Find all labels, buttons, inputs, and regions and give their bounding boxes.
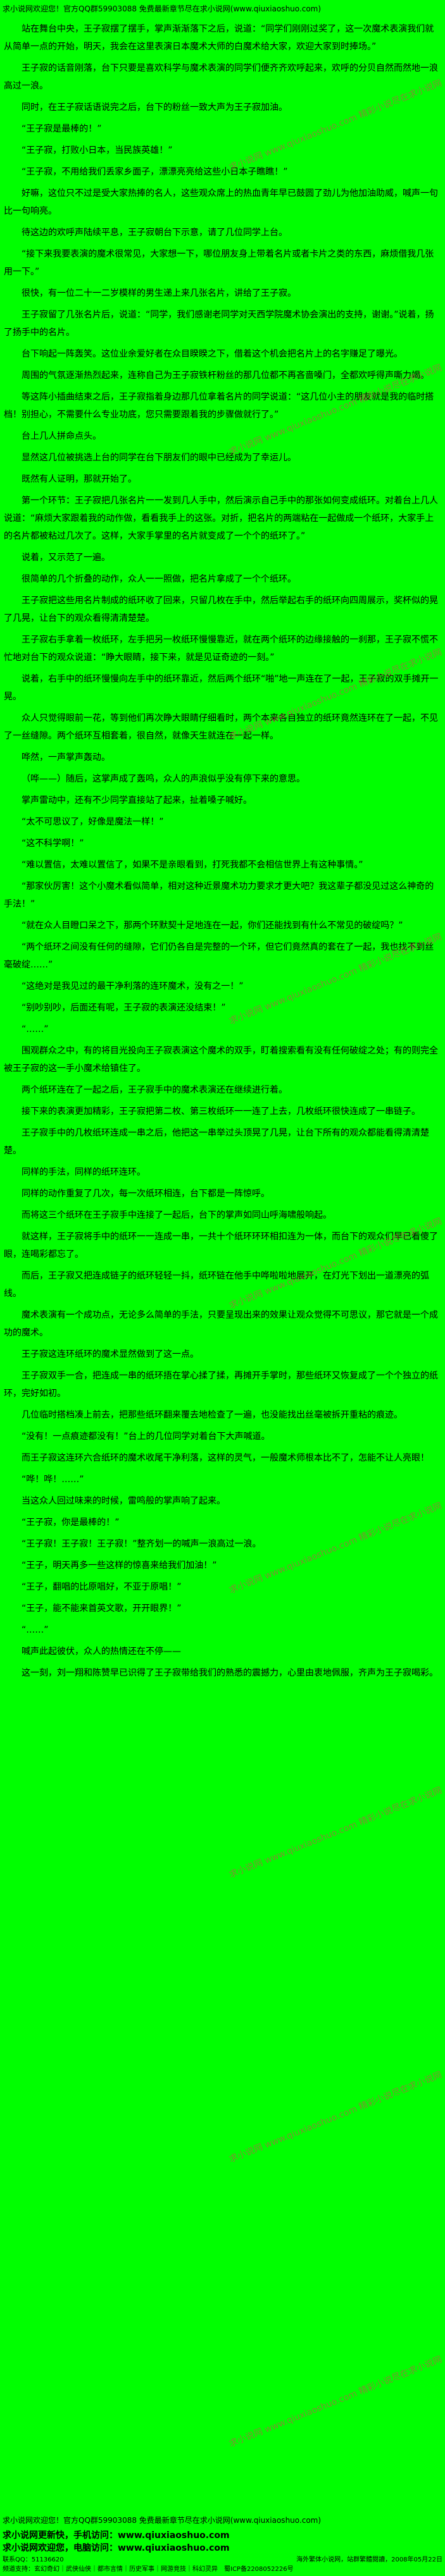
novel-paragraph: 哗然，一声掌声轰动。 (22, 752, 110, 763)
footer-site-notice: 求小说网欢迎您！官方QQ群59903088 免费最新章节尽在求小说网(www.q… (3, 2516, 322, 2525)
site-watermark: 求小说网 www.qiuxiaoshuo.com 精彩小说尽在求小说网 (227, 1785, 444, 1880)
novel-paragraph: 待这边的欢呼声陆续平息，王子寂朝台下示意，请了几位同学上台。 (22, 228, 287, 238)
novel-paragraph: 掌声雷动中，还有不少同学直接站了起来，扯着嗓子喊好。 (22, 795, 252, 806)
novel-paragraph: “就在众人目瞪口呆之下，那两个环默契十足地连在一起，你们还能找到有什么不常见的破… (22, 921, 403, 931)
novel-paragraph: 王子寂的话音刚落，台下只要是喜欢科学与魔术表演的同学们便齐齐欢呼起来，欢呼的分贝… (4, 63, 438, 91)
novel-paragraph: 围观群众之中，有的将目光投向王子寂表演这个魔术的双手，盯着搜索看有没有任何破绽之… (4, 1046, 438, 1074)
novel-paragraph: 周围的气氛逐渐热烈起来，连称自己为王子寂铁杆粉丝的那几位都不再吝啬嗓门，全都欢呼… (22, 371, 429, 381)
novel-paragraph: 王子寂双手一合，把连成一串的纸环捂在掌心揉了揉，再摊开手掌时，那些纸环又恢复成了… (4, 1371, 438, 1399)
novel-paragraph: “那家伙厉害！这个小魔术看似简单，相对这种近景魔术功力要求才更大吧？我这辈子都没… (4, 881, 434, 909)
traditional-site-info: 海外繁体小说网，站群繁體閱讀，2008年05月22日 (296, 2556, 442, 2563)
novel-paragraph: “太不可思议了，好像是魔法一样！” (22, 817, 164, 827)
novel-paragraph: （哗——）随后，这掌声成了轰鸣，众人的声浪似乎没有停下来的意思。 (22, 774, 305, 784)
novel-paragraph: “王子寂，打败小日本，当民族英雄！” (22, 145, 173, 156)
novel-paragraph: 台上几人拼命点头。 (22, 431, 101, 441)
novel-paragraph: 站在舞台中央，王子寂摆了摆手，掌声渐渐落下之后，说道：“同学们刚刚过奖了，这一次… (4, 24, 434, 52)
contact-qq: 联系QQ：51136620 (3, 2556, 64, 2563)
novel-paragraph: “哗！哗！……” (22, 1475, 84, 1485)
novel-paragraph: 当这众人回过味来的时候，雷鸣般的掌声响了起来。 (22, 1496, 225, 1506)
novel-paragraph: “接下来我要表演的魔术很常见，大家想一下，哪位朋友身上带着名片或者卡片之类的东西… (4, 249, 434, 277)
novel-paragraph: “王子寂，你是最棒的！” (22, 1518, 120, 1528)
mobile-access-link[interactable]: 求小说网更新快，手机访问：www.qiuxiaoshuo.com (3, 2530, 230, 2541)
novel-paragraph: 好嘛，这位只不过是受大家热捧的名人，这些观众席上的热血青年早已鼓圆了劲儿为他加油… (4, 188, 438, 216)
novel-paragraph: 既然有人证明，那就开始了。 (22, 474, 137, 484)
novel-paragraph: “王子寂是最棒的！” (22, 124, 102, 134)
novel-paragraph: 王子寂手中的几枚纸环连成一串之后，他把这一串举过头顶晃了几晃，让台下所有的观众都… (4, 1128, 429, 1156)
novel-paragraph: “这不科学啊！” (22, 838, 84, 849)
novel-paragraph: “两个纸环之间没有任何的缝隙，它们仍各自是完整的一个环，但它们竟然真的套在了一起… (4, 942, 434, 970)
novel-paragraph: “王子，明天再多一些这样的惊喜来给我们加油！” (22, 1561, 217, 1571)
novel-paragraph: 而将这三个纸环在王子寂手中连接了一起后，台下的掌声如同山呼海啸般响起。 (22, 1210, 332, 1220)
page-footer: 求小说网欢迎您！官方QQ群59903088 免费最新章节尽在求小说网(www.q… (0, 2514, 445, 2575)
novel-paragraph: “别吵别吵，后面还有呢，王子寂的表演还没结束！” (22, 1003, 226, 1013)
novel-paragraph: 几位临时搭档凑上前去，把那些纸环翻来覆去地检查了一遍，也没能找出丝毫被拆开重粘的… (22, 1410, 403, 1420)
channel-links[interactable]: 频道支持：玄幻奇幻｜武侠仙侠｜都市言情｜历史军事｜网游竞技｜科幻灵异 蜀ICP备… (3, 2566, 294, 2573)
novel-paragraph: “王子，能不能来首英文歌，开开眼界！” (22, 1604, 182, 1614)
site-watermark: 求小说网 www.qiuxiaoshuo.com 精彩小说尽在求小说网 (227, 2354, 444, 2450)
novel-paragraph: 喊声此起彼伏，众人的热情还在不停—— (22, 1647, 181, 1657)
novel-paragraph: 说着，右手中的纸环慢慢向左手中的纸环靠近，然后两个纸环“啪”地一声连在了一起，王… (4, 674, 439, 702)
novel-paragraph: “……” (22, 1024, 49, 1034)
novel-paragraph: 而后，王子寂又把连成链子的纸环轻轻一抖，纸环链在他手中哗啦啦地展开，在灯光下划出… (4, 1271, 429, 1299)
chapter-content: 站在舞台中央，王子寂摆了摆手，掌声渐渐落下之后，说道：“同学们刚刚过奖了，这一次… (0, 19, 445, 1682)
novel-paragraph: “王子寂，不用给我们丢家乡面子，漂漂亮亮给这些小日本子瞧瞧！” (22, 167, 288, 177)
novel-paragraph: “没有！一点痕迹都没有！”台上的几位同学对着台下大声喊道。 (22, 1432, 270, 1442)
novel-paragraph: 很快，有一位二十一二岁模样的男生递上来几张名片，讲给了王子寂。 (22, 288, 296, 298)
novel-paragraph: 第一个环节：王子寂把几张名片一一发到几人手中，然后演示自己手中的那张如何变成纸环… (4, 496, 438, 541)
novel-paragraph: 同时，在王子寂话语说完之后，台下的粉丝一致大声为王子寂加油。 (22, 102, 287, 113)
novel-paragraph: 众人只觉得眼前一花，等到他们再次睁大眼睛仔细看时，两个本来各自独立的纸环竟然连环… (4, 713, 438, 741)
novel-paragraph: “这绝对是我见过的最干净利落的连环魔术，没有之一！” (22, 981, 244, 991)
novel-paragraph: 这一刻，刘一翔和陈赞早已识得了王子寂带给我们的熟悉的震撼力，心里由衷地佩服，齐声… (22, 1668, 438, 1678)
novel-paragraph: 王子寂右手拿着一枚纸环，左手把另一枚纸环慢慢靠近，就在两个纸环的边缘接触的一刹那… (4, 635, 438, 663)
novel-paragraph: “王子寂！王子寂！王子寂！”整齐划一的喊声一浪高过一浪。 (22, 1539, 261, 1549)
novel-paragraph: 显然这几位被挑选上台的同学在台下朋友们的眼中已经成为了幸运儿。 (22, 453, 296, 463)
novel-paragraph: “难以置信，太难以置信了，如果不是亲眼看到，打死我都不会相信世界上有这种事情。” (22, 860, 363, 870)
novel-paragraph: 等这阵小插曲结束之后，王子寂指着身边那几位拿着名片的同学说道：“这几位小主的朋友… (4, 392, 434, 420)
novel-paragraph: 同样的动作重复了几次，每一次纸环相连，台下都是一阵惊呼。 (22, 1189, 270, 1199)
novel-paragraph: “……” (22, 1625, 49, 1635)
novel-paragraph: 王子寂这连环纸环的魔术显然做到了这一点。 (22, 1349, 199, 1359)
novel-paragraph: 而王子寂这连环六合纸环的魔术收尾干净利落，这样的灵气，一般魔术师根本比不了，怎能… (22, 1453, 429, 1463)
novel-paragraph: 王子寂留了几张名片后，说道：“同学，我们感谢老同学对天西学院魔术协会演出的支持，… (4, 310, 434, 338)
novel-paragraph: 魔术表演有一个成功点，无论多么简单的手法，只要呈现出来的效果让观众觉得不可思议，… (4, 1310, 438, 1338)
site-header-notice: 求小说网欢迎您！官方QQ群59903088 免费最新章节尽在求小说网(www.q… (3, 4, 322, 13)
novel-paragraph: “王子，翻唱的比原唱好，不亚于原唱！” (22, 1582, 182, 1592)
novel-paragraph: 接下来的表演更加精彩，王子寂把第二枚、第三枚纸环一一连了上去，几枚纸环很快连成了… (22, 1107, 420, 1117)
novel-paragraph: 同样的手法，同样的纸环连环。 (22, 1167, 146, 1177)
novel-paragraph: 两个纸环连在了一起之后，王子寂手中的魔术表演还在继续进行着。 (22, 1085, 287, 1095)
pc-access-link[interactable]: 求小说网欢迎您，电脑访问：www.qiuxiaoshuo.com (3, 2543, 230, 2553)
novel-paragraph: 王子寂把这些用名片制成的纸环收了回来，只留几枚在手中，然后举起右手的纸环向四周展… (4, 596, 438, 623)
novel-paragraph: 很简单的几个折叠的动作，众人一一照做，把名片拿成了一个个纸环。 (22, 574, 296, 584)
novel-paragraph: 就这样，王子寂将手中的纸环一一连成一串，一共十个纸环环环相扣连为一体，而台下的观… (4, 1232, 438, 1260)
site-watermark: 求小说网 www.qiuxiaoshuo.com 精彩小说尽在求小说网 (227, 2070, 444, 2165)
novel-paragraph: 说着，又示范了一遍。 (22, 553, 110, 563)
novel-paragraph: 台下响起一阵轰笑。这位业余爱好者在众目睽睽之下，借着这个机会把名片上的名字赚足了… (22, 349, 403, 359)
